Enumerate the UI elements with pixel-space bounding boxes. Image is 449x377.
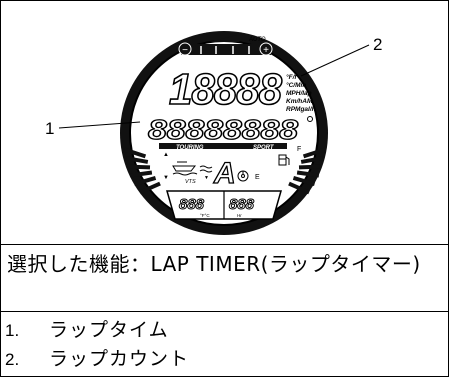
legend-item: 1. ラップタイム bbox=[5, 316, 169, 344]
water-temp-icon: ▼ bbox=[199, 165, 213, 181]
gauge-svg: − + AUTO 18888 °F/f °C/Min MPH/lap Km/hA… bbox=[45, 31, 382, 235]
fuel-gauge-bars bbox=[288, 147, 326, 195]
fuel-pump-icon bbox=[278, 154, 290, 166]
indicator-dot bbox=[307, 116, 313, 122]
gear-indicator: A bbox=[213, 157, 236, 190]
temperature-readout: 888 bbox=[179, 196, 205, 213]
fuel-full-label: F bbox=[297, 146, 301, 153]
function-caption: 選択した機能：LAP TIMER(ラップタイマー) bbox=[1, 245, 448, 312]
trim-gauge-bars bbox=[123, 147, 161, 195]
callout-1-number: 1 bbox=[45, 119, 54, 138]
boat-icon bbox=[172, 161, 198, 176]
legend-item-label: ラップタイム bbox=[49, 319, 169, 341]
svg-text:MPH/lap: MPH/lap bbox=[286, 90, 312, 97]
callout-1-leader bbox=[58, 121, 141, 129]
legend-item-number: 1. bbox=[5, 321, 20, 340]
gauge-illustration: − + AUTO 18888 °F/f °C/Min MPH/lap Km/hA… bbox=[1, 1, 448, 245]
svg-text:°F/f: °F/f bbox=[286, 73, 297, 81]
svg-text:▼: ▼ bbox=[204, 175, 209, 181]
big-digit-readout: 18888 bbox=[169, 65, 282, 114]
callout-legend: 1. ラップタイム 2. ラップカウント bbox=[1, 312, 448, 376]
brand-logo bbox=[209, 35, 245, 42]
svg-text:Km/hAM: Km/hAM bbox=[286, 98, 313, 105]
fuel-empty-label: E bbox=[255, 174, 260, 181]
plus-icon: + bbox=[263, 45, 269, 56]
mode-sport-label: SPORT bbox=[253, 145, 275, 151]
legend-item-number: 2. bbox=[5, 350, 20, 369]
auto-label: AUTO bbox=[248, 37, 266, 43]
caption-text: 選択した機能：LAP TIMER(ラップタイマー) bbox=[7, 252, 421, 276]
trim-up-icon: ▲ bbox=[163, 152, 169, 158]
svg-text:RPMgal/h: RPMgal/h bbox=[286, 106, 316, 113]
legend-item: 2. ラップカウント bbox=[5, 345, 189, 373]
callout-2-leader bbox=[300, 44, 370, 77]
bottom-readout-panel bbox=[166, 190, 282, 220]
trim-down-icon: ▼ bbox=[163, 175, 169, 181]
segment-text-readout: 88888888 bbox=[148, 114, 299, 145]
steering-wheel-icon bbox=[237, 170, 249, 182]
legend-item-label: ラップカウント bbox=[49, 348, 190, 370]
svg-text:°C/Min: °C/Min bbox=[286, 81, 306, 89]
hour-unit: Hr bbox=[237, 213, 242, 218]
unit-labels: °F/f °C/Min MPH/lap Km/hAM RPMgal/h bbox=[286, 73, 316, 113]
minus-icon: − bbox=[182, 45, 188, 56]
top-bar-indicator: − + bbox=[178, 42, 273, 56]
mode-touring-label: TOURING bbox=[176, 145, 204, 151]
vts-label: VTS bbox=[185, 179, 196, 185]
mode-bar: TOURING SPORT bbox=[159, 143, 287, 151]
hour-readout: 888 bbox=[229, 196, 255, 213]
callout-2-number: 2 bbox=[373, 35, 382, 54]
temperature-unit: °F°C bbox=[200, 213, 210, 218]
